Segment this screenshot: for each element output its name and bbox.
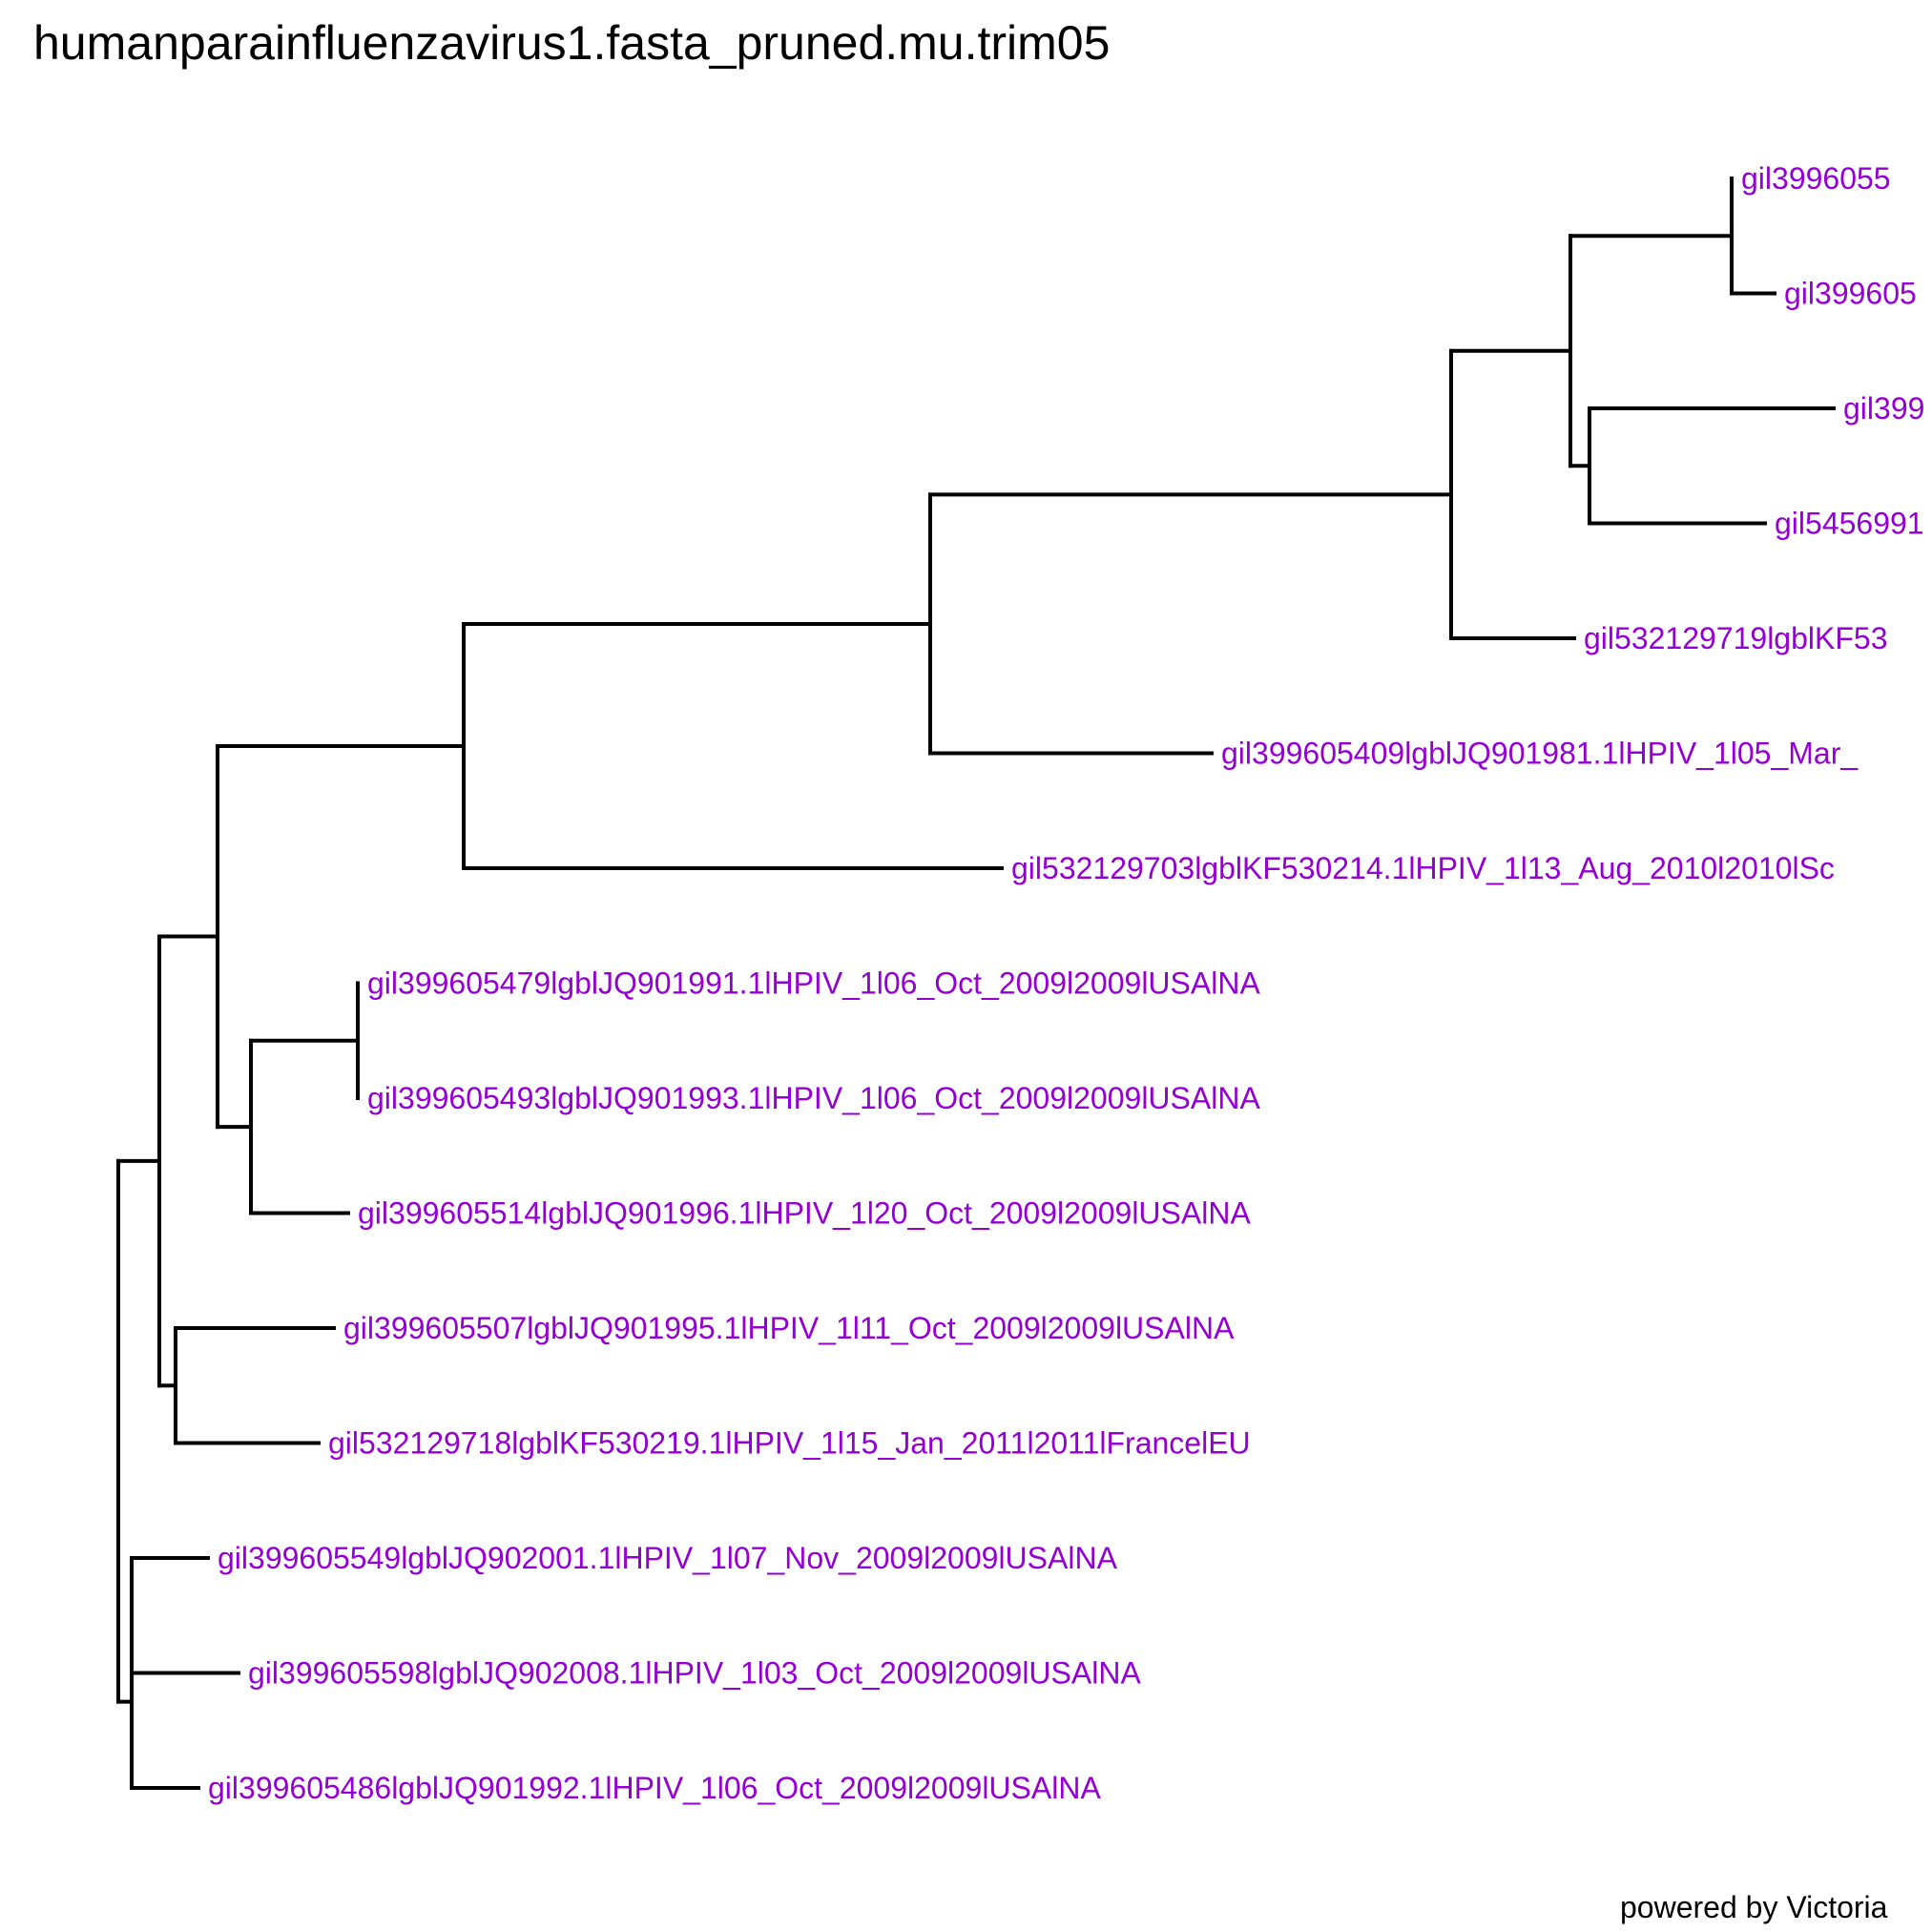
tip-label: gil399605598lgblJQ902008.1lHPIV_1l03_Oct… bbox=[248, 1656, 1141, 1691]
tip-labels: gil3996055 gil399605 gil399 gil5456991 gil53… bbox=[208, 161, 1924, 1805]
tip-label: gil532129719lgblKF53 bbox=[1584, 621, 1887, 655]
tip-label: gil399605479lgblJQ901991.1lHPIV_1l06_Oct… bbox=[367, 966, 1260, 1001]
tip-label: gil399605493lgblJQ901993.1lHPIV_1l06_Oct… bbox=[367, 1081, 1260, 1115]
tip-label: gil399605486lgblJQ901992.1lHPIV_1l06_Oct… bbox=[208, 1771, 1101, 1805]
tip-label: gil399605 bbox=[1784, 277, 1917, 311]
tree-title: humanparainfluenzavirus1.fasta_pruned.mu… bbox=[33, 16, 1110, 70]
tip-label: gil399605409lgblJQ901981.1lHPIV_1l05_Mar… bbox=[1221, 737, 1859, 771]
tip-label: gil5456991 bbox=[1775, 507, 1924, 541]
tip-label: gil399605507lgblJQ901995.1lHPIV_1l11_Oct… bbox=[343, 1311, 1235, 1345]
tip-label: gil532129718lgblKF530219.1lHPIV_1l15_Jan… bbox=[328, 1426, 1251, 1461]
tree-branches bbox=[116, 177, 1836, 1790]
tip-label: gil399605549lgblJQ902001.1lHPIV_1l07_Nov… bbox=[218, 1541, 1118, 1575]
tip-label: gil399605514lgblJQ901996.1lHPIV_1l20_Oct… bbox=[358, 1196, 1251, 1231]
tip-label: gil532129703lgblKF530214.1lHPIV_1l13_Aug… bbox=[1011, 851, 1835, 885]
powered-by-footer: powered by Victoria bbox=[1620, 1890, 1888, 1924]
tip-label: gil399 bbox=[1843, 391, 1924, 426]
tip-label: gil3996055 bbox=[1741, 161, 1891, 196]
